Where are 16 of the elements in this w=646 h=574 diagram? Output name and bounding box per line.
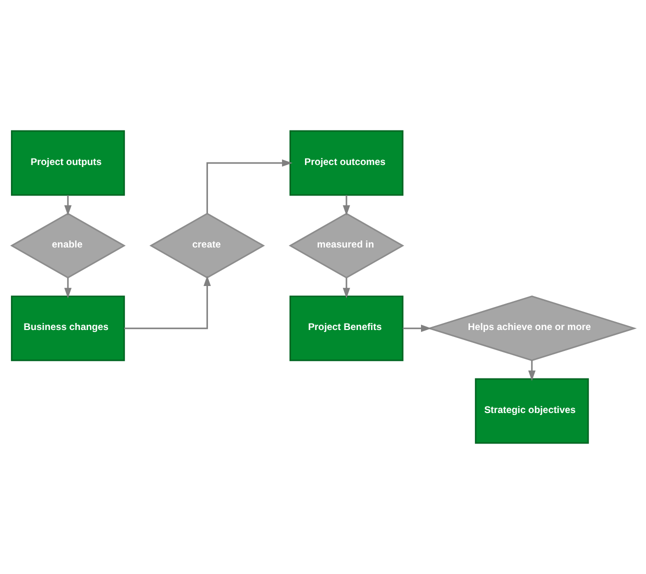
- arrow: [402, 324, 432, 332]
- arrow: [206, 159, 292, 214]
- node-box: Business changes: [10, 296, 125, 362]
- node-box: Strategic objectives: [474, 378, 589, 444]
- node-diamond: create: [149, 212, 265, 279]
- arrow: [64, 195, 72, 216]
- arrow: [124, 276, 211, 330]
- arrow: [342, 195, 350, 216]
- node-box: Project outputs: [10, 130, 125, 196]
- node-diamond: enable: [10, 212, 126, 279]
- arrow: [528, 360, 536, 381]
- node-box: Project outcomes: [289, 130, 404, 196]
- arrow: [342, 278, 350, 298]
- node-diamond: measured in: [288, 212, 404, 279]
- node-box: Project Benefits: [289, 296, 404, 362]
- arrow: [64, 278, 72, 298]
